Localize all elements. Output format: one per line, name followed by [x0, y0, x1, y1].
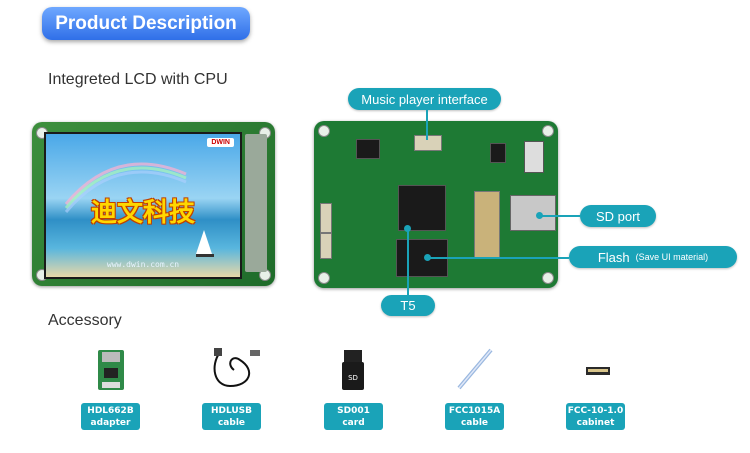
flash-label: Flash: [597, 249, 630, 265]
lcd-url-text: www.dwin.com.cn: [106, 260, 180, 269]
t5-callout: T5: [381, 295, 435, 316]
usb-cable-icon: [213, 348, 260, 388]
side-connector: [320, 233, 332, 259]
side-connector: [320, 203, 332, 233]
accessory-section-heading: Accessory: [48, 312, 122, 329]
lcd-chinese-text: 迪文科技: [90, 198, 195, 228]
svg-text:SD: SD: [348, 374, 358, 382]
t5-cpu-chip: [398, 185, 446, 231]
sd-slot: [510, 195, 556, 231]
lcd-section-heading: Integreted LCD with CPU: [48, 71, 228, 88]
lcd-screen: DWIN 迪文科技 www.dwin.com.cn: [44, 132, 242, 279]
music-player-callout: Music player interface: [348, 88, 501, 110]
flash-note: (Save UI material): [635, 252, 709, 262]
small-chip: [490, 143, 506, 163]
page-title: Product Description: [42, 7, 250, 40]
music-connector: [414, 135, 442, 151]
ffc-cable-icon: [457, 348, 493, 390]
lcd-flex-connector: [245, 134, 267, 272]
small-chip: [356, 139, 380, 159]
sd-card-icon: SD: [342, 350, 364, 390]
inductor: [524, 141, 544, 173]
flash-callout: Flash (Save UI material): [569, 246, 737, 268]
lcd-fpc-connector: [474, 191, 500, 259]
lcd-module-image: DWIN 迪文科技 www.dwin.com.cn: [32, 122, 275, 286]
pcb-board-image: [314, 121, 558, 288]
dwin-logo: DWIN: [207, 138, 234, 147]
sd-port-callout: SD port: [580, 205, 656, 227]
fpc-connector-icon: [586, 367, 610, 375]
adapter-board-icon: [98, 350, 124, 390]
